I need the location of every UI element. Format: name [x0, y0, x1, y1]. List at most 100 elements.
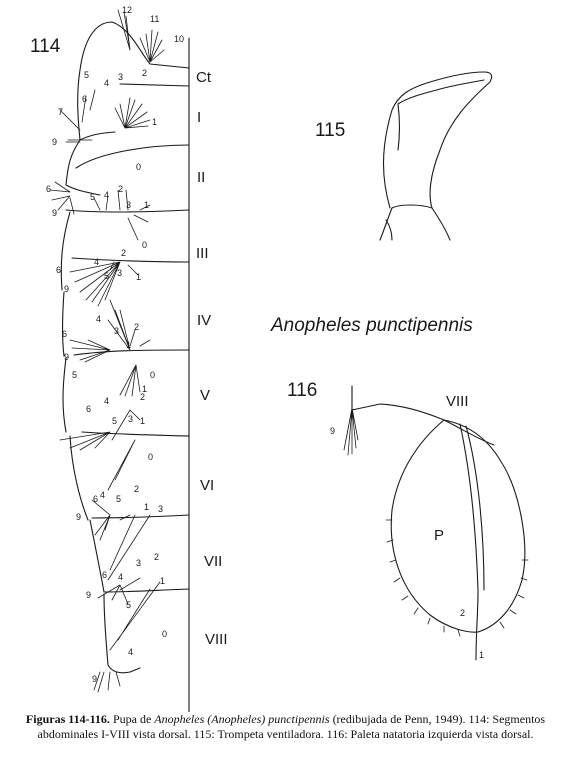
seta-number: 5	[72, 370, 77, 380]
figure-114-label: 114	[30, 36, 61, 57]
species-name: Anopheles punctipennis	[270, 315, 473, 336]
seta-number: 5	[126, 600, 131, 610]
figure-115-drawing: 115	[315, 71, 493, 241]
seta-number: 2	[134, 484, 139, 494]
seta-number: 5	[116, 494, 121, 504]
seta-number: 5	[84, 70, 89, 80]
seta-number: 6	[62, 329, 67, 339]
seta-number: 0	[148, 452, 153, 462]
segment-border-7	[103, 588, 190, 593]
segment-border-3	[71, 257, 190, 263]
seta-number: 5	[104, 271, 109, 281]
seta-number: 10	[174, 34, 184, 44]
paddle-fringe	[385, 519, 529, 637]
seta-number: 3	[118, 72, 123, 82]
seta-number: 1	[479, 650, 484, 660]
paddle-outline	[390, 419, 526, 633]
seta-number: 1	[152, 117, 157, 127]
figure-canvas: 114 Ct I II III IV V VI VII VIII 12 11 1…	[30, 5, 529, 712]
seta-number: 1	[144, 200, 149, 210]
segment-border-4	[73, 349, 190, 356]
segment-border-5	[81, 431, 190, 437]
seta-number: 3	[117, 268, 122, 278]
segment-ii-edge	[65, 139, 101, 196]
seta-number: 3	[136, 558, 141, 568]
seta-number: 1	[136, 272, 141, 282]
seta-number: 9	[92, 674, 97, 684]
paddle-label: P	[434, 527, 444, 544]
seta-number: 6	[93, 494, 98, 504]
seta-number: 1	[142, 384, 147, 394]
seta-number: 5	[112, 416, 117, 426]
seta-number: 7	[58, 107, 63, 117]
figure-116-label: 116	[287, 380, 317, 401]
seta-number: 6	[82, 94, 87, 104]
seta-number: 1	[140, 416, 145, 426]
seta-number: 9	[330, 426, 335, 436]
trumpet-base	[379, 207, 451, 241]
seta-number: 0	[142, 240, 147, 250]
caption-title: Figuras 114-116.	[25, 712, 110, 726]
seta-number: 2	[134, 322, 139, 332]
seta-number: 4	[104, 396, 109, 406]
seta-number: 3	[128, 414, 133, 424]
segment-v-edge	[62, 357, 67, 433]
segment-vi-edge	[69, 435, 89, 521]
seta-number: 2	[140, 392, 145, 402]
segment-label-iii: III	[196, 245, 209, 262]
seta-number: 2	[121, 248, 126, 258]
caption-text-2: (redibujada de Penn, 1949). 114: Segment…	[37, 712, 546, 741]
ct-segment-line	[119, 83, 190, 87]
figure-116-drawing: 116 VIII P 9 2 1	[287, 380, 529, 661]
caption-text-1: Pupa de	[109, 712, 155, 726]
segment-border-1	[75, 144, 190, 169]
seta-number: 9	[86, 590, 91, 600]
trumpet-outline	[383, 71, 493, 209]
caption-species: Anopheles (Anopheles) punctipennis	[154, 712, 330, 726]
paddle-midrib	[459, 423, 479, 661]
seta-number: 0	[136, 162, 141, 172]
segment-iv-edge	[61, 291, 65, 357]
seta-number: 4	[100, 490, 105, 500]
segment-label-ii: II	[197, 169, 205, 186]
seta-number: 4	[96, 314, 101, 324]
seta-number: 9	[64, 284, 69, 294]
seta-number: 9	[76, 512, 81, 522]
seta-number: 4	[118, 572, 123, 582]
segment-label-iv: IV	[197, 312, 211, 329]
segment-viii-edge	[103, 593, 131, 674]
paddle-segment-label: VIII	[446, 393, 469, 410]
seta-number: 1	[160, 576, 165, 586]
segment-label-i: I	[197, 109, 201, 126]
setae-tufts	[49, 9, 165, 693]
seta-number: 6	[86, 404, 91, 414]
seta-number: 6	[56, 265, 61, 275]
figure-114-drawing: 114 Ct I II III IV V VI VII VIII 12 11 1…	[30, 5, 228, 712]
seta-number: 4	[104, 190, 109, 200]
seta-number: 3	[114, 326, 119, 336]
segment-iii-edge	[60, 211, 71, 291]
seta-number: 2	[118, 184, 123, 194]
segment-label-vii: VII	[204, 553, 222, 570]
seta-number: 5	[90, 192, 95, 202]
seta-number: 2	[154, 552, 159, 562]
trumpet-meatus	[397, 103, 401, 151]
figure-115-label: 115	[315, 120, 345, 141]
seta-number: 0	[150, 370, 155, 380]
seta-number: 4	[104, 78, 109, 88]
segment-vii-edge	[89, 519, 105, 593]
seta-number: 3	[158, 504, 163, 514]
seta-number: 4	[94, 257, 99, 267]
seta-number: 2	[142, 68, 147, 78]
trumpet-base-top	[391, 204, 433, 209]
seta-number: 9	[52, 208, 57, 218]
seta-number: 9	[64, 352, 69, 362]
segment-viii-tail	[129, 667, 141, 673]
segment-label-viii: VIII	[205, 631, 228, 648]
seta-number: 1	[126, 340, 131, 350]
seta-number: 9	[52, 137, 57, 147]
segment-border-6	[91, 514, 190, 519]
figure-caption: Figuras 114-116. Pupa de Anopheles (Anop…	[0, 712, 571, 742]
trumpet-rim	[397, 79, 485, 105]
paddle-segment-edge	[351, 385, 495, 446]
